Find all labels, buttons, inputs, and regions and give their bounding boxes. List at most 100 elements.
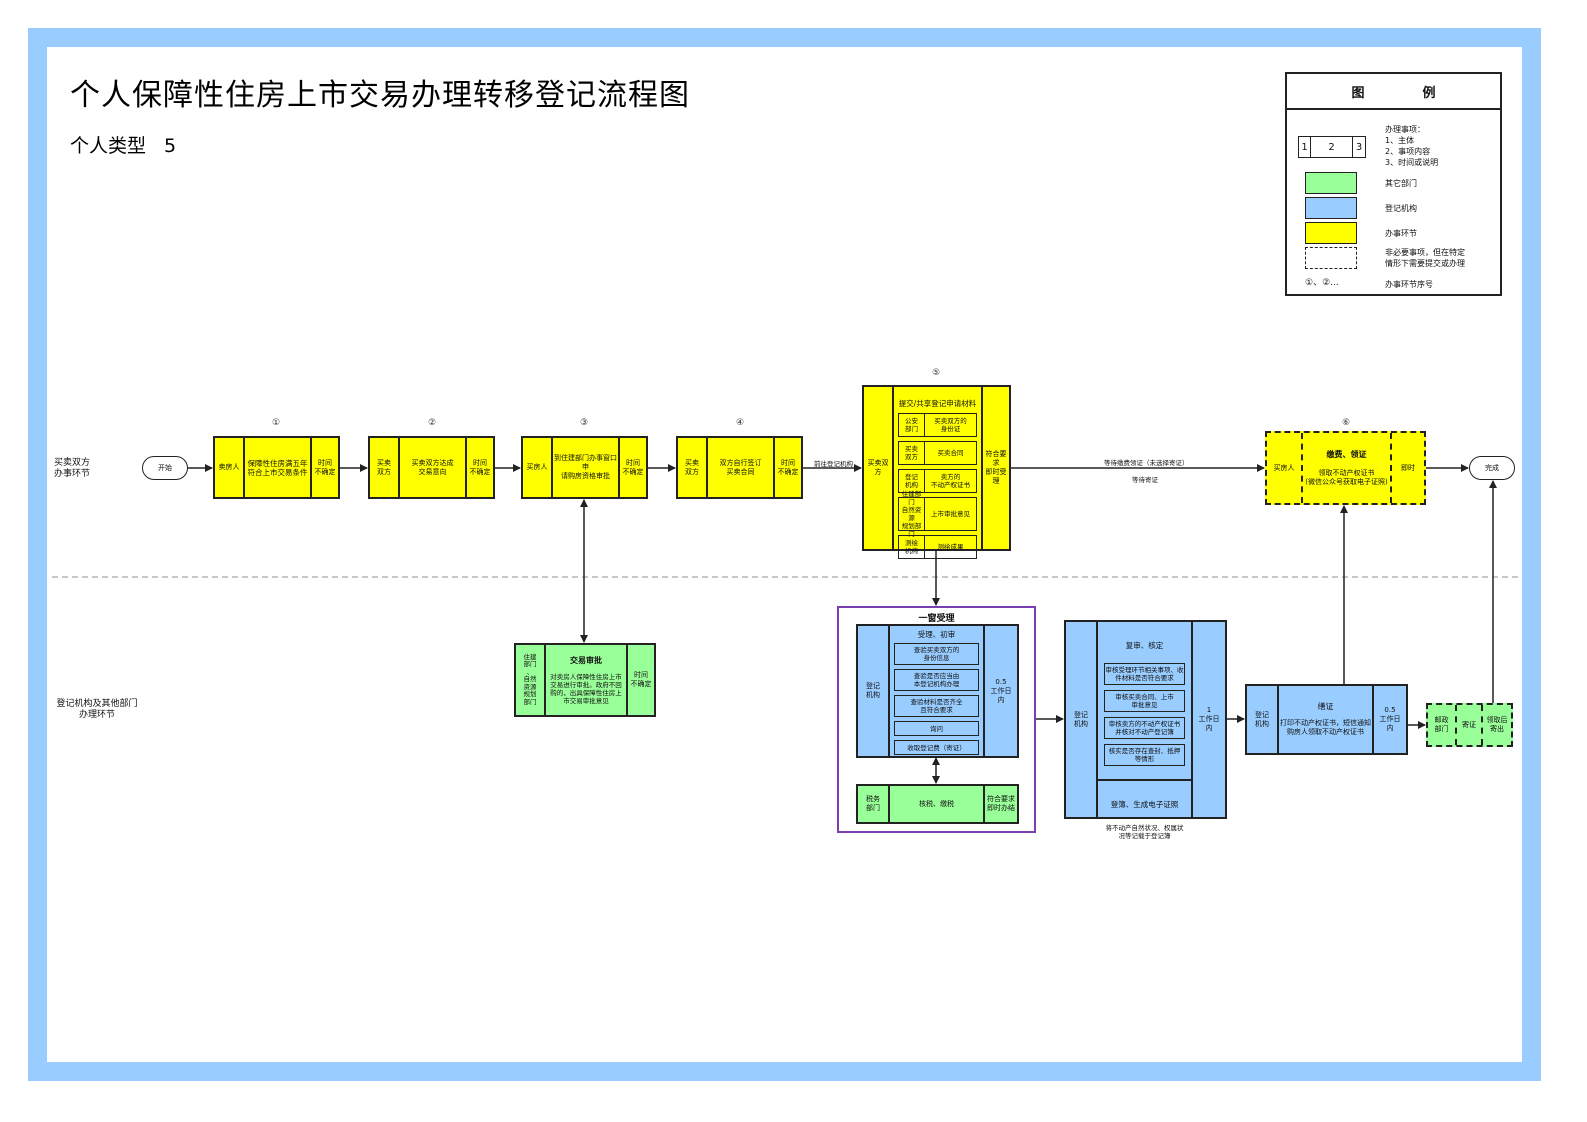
window-acceptance-title: 一窗受理 bbox=[918, 614, 955, 624]
subtitle-number: 5 bbox=[164, 135, 177, 157]
end-terminal: 完成 bbox=[1469, 456, 1515, 480]
legend-text-other-dept: 其它部门 bbox=[1385, 179, 1417, 188]
tax-time: 符合要求 即时办结 bbox=[983, 786, 1017, 822]
issue-subject: 登记 机构 bbox=[1255, 710, 1269, 728]
step-1-subject: 卖房人 bbox=[218, 463, 240, 471]
approval-time: 时间 不确定 bbox=[626, 645, 654, 715]
step-5-materials: 提交/共享登记申请材料 公安 部门买卖双方的 身份证买卖 双方买卖合同登记 机构… bbox=[892, 387, 981, 559]
step-number-3: ③ bbox=[579, 418, 589, 428]
step-1-content: 保障性住房满五年 符合上市交易条件 bbox=[243, 438, 310, 497]
step-4-box: 买卖 双方 双方自行签订 买卖合同 时间 不确定 bbox=[676, 436, 803, 499]
acceptance-item: 查验材料是否齐全 且符合要求 bbox=[894, 695, 979, 717]
legend-item-box-text: 办理事项： 1、主体 2、事项内容 3、时间或说明 bbox=[1385, 125, 1439, 167]
step-1-box: 卖房人 保障性住房满五年 符合上市交易条件 时间 不确定 bbox=[213, 436, 340, 499]
step-6-title: 缴费、领证 bbox=[1326, 449, 1367, 459]
step-3-box: 买房人 到住建部门办事窗口申 请购房资格审批 时间 不确定 bbox=[521, 436, 648, 499]
step-2-subject: 买卖 双方 bbox=[377, 458, 391, 476]
material-dept: 公安 部门 bbox=[899, 414, 925, 436]
material-item: 买卖合同 bbox=[937, 449, 964, 457]
legend-swatch-step bbox=[1305, 222, 1357, 244]
step-2-time: 时间 不确定 bbox=[465, 438, 493, 497]
review-subject: 登记 机构 bbox=[1074, 710, 1088, 728]
review-section: 复审、核定 审核受理环节相关事项、收 件材料是否符合要求审核买卖合同、上市 审批… bbox=[1098, 622, 1191, 781]
step-5-material-list: 公安 部门买卖双方的 身份证买卖 双方买卖合同登记 机构卖方的 不动产权证书住建… bbox=[898, 413, 977, 559]
acceptance-item: 收取登记费（寄证） bbox=[894, 740, 979, 755]
diagram-canvas bbox=[47, 47, 1522, 1062]
legend-swatch-optional bbox=[1305, 247, 1357, 269]
acceptance-item: 查验买卖双方的 身份信息 bbox=[894, 643, 979, 665]
issue-content-cell: 缮证 打印不动产权证书，短信通知 购房人领取不动产权证书 bbox=[1277, 686, 1372, 753]
mail-content: 寄证 bbox=[1455, 705, 1481, 745]
material-dept: 买卖 双方 bbox=[899, 442, 925, 464]
flow-label-wait-fee: 等待缴费领证（未选择寄证） bbox=[1104, 459, 1189, 467]
step-5-time: 符合要求 即时受理 bbox=[981, 387, 1009, 549]
step-6-subject: 买房人 bbox=[1273, 463, 1295, 472]
issue-time: 0.5 工作日 内 bbox=[1372, 686, 1406, 753]
acceptance-box: 登记 机构 受理、初审 查验买卖双方的 身份信息查验是否应当由 本登记机构办理查… bbox=[856, 624, 1019, 758]
legend-text-optional: 非必要事项，但在特定 情形下需要提交或办理 bbox=[1385, 248, 1465, 268]
register-section: 登簿、生成电子证照 将不动产自然状况、权属状 况等记载于登记簿 bbox=[1098, 781, 1191, 859]
step-4-subject: 买卖 双方 bbox=[685, 458, 699, 476]
page-title: 个人保障性住房上市交易办理转移登记流程图 bbox=[70, 78, 690, 113]
start-terminal: 开始 bbox=[142, 456, 188, 480]
step-4-content: 双方自行签订 买卖合同 bbox=[706, 438, 773, 497]
legend-text-step: 办事环节 bbox=[1385, 229, 1417, 238]
review-item: 核实是否存在查封、抵押 等情形 bbox=[1104, 744, 1185, 766]
legend-item-box-subject: 1 bbox=[1299, 137, 1311, 157]
flow-label-to-registry: 前往登记机构 bbox=[814, 460, 853, 468]
step-number-5: ⑤ bbox=[931, 368, 941, 378]
material-item: 卖方的 不动产权证书 bbox=[931, 473, 970, 489]
step-1-time: 时间 不确定 bbox=[310, 438, 338, 497]
legend-swatch-registry bbox=[1305, 197, 1357, 219]
review-item-list: 审核受理环节相关事项、收 件材料是否符合要求审核买卖合同、上市 审批意见审核卖方… bbox=[1104, 663, 1185, 766]
material-dept: 住建部门 自然资源 规划部门 bbox=[899, 490, 925, 538]
material-row: 测绘 机构 测绘成果 bbox=[898, 535, 977, 559]
mail-subject: 邮政 部门 bbox=[1434, 716, 1449, 733]
material-dept: 测绘 机构 bbox=[899, 536, 925, 558]
subtitle-label: 个人类型 bbox=[70, 135, 147, 157]
step-5-subject: 买卖双方 bbox=[867, 459, 889, 476]
register-text: 将不动产自然状况、权属状 况等记载于登记簿 bbox=[1105, 824, 1184, 840]
step-3-time: 时间 不确定 bbox=[618, 438, 646, 497]
acceptance-item: 查验是否应当由 本登记机构办理 bbox=[894, 669, 979, 691]
step-2-content: 买卖双方达成 交易意向 bbox=[398, 438, 465, 497]
window-acceptance-frame bbox=[837, 606, 1036, 833]
step-number-1: ① bbox=[271, 418, 281, 428]
material-item: 买卖双方的 身份证 bbox=[934, 417, 967, 433]
review-time: 1 工作日 内 bbox=[1191, 622, 1225, 817]
acceptance-content-cell: 受理、初审 查验买卖双方的 身份信息查验是否应当由 本登记机构办理查验材料是否齐… bbox=[888, 626, 983, 756]
step-2-box: 买卖 双方 买卖双方达成 交易意向 时间 不确定 bbox=[368, 436, 495, 499]
step-6-box: 买房人 缴费、领证 领取不动产权证书 (微信公众号获取电子证照) 即时 bbox=[1265, 431, 1426, 505]
legend-item-box: 1 2 3 bbox=[1298, 136, 1366, 158]
material-row: 买卖 双方 买卖合同 bbox=[898, 441, 977, 465]
tax-subject: 税务 部门 bbox=[866, 795, 880, 812]
step-5-box: 买卖双方 提交/共享登记申请材料 公安 部门买卖双方的 身份证买卖 双方 买卖合同… bbox=[862, 385, 1011, 559]
issue-title: 缮证 bbox=[1317, 702, 1334, 711]
issue-content: 打印不动产权证书，短信通知 购房人领取不动产权证书 bbox=[1280, 719, 1371, 736]
tax-box: 税务 部门 核税、缴税 符合要求 即时办结 bbox=[856, 784, 1019, 824]
approval-title: 交易审批 bbox=[570, 655, 602, 665]
mail-box: 邮政 部门 寄证 领取后 寄出 bbox=[1426, 703, 1513, 747]
legend-swatch-other-dept bbox=[1305, 172, 1357, 194]
mail-time: 领取后 寄出 bbox=[1481, 705, 1511, 745]
issue-box: 登记 机构 缮证 打印不动产权证书，短信通知 购房人领取不动产权证书 0.5 工… bbox=[1245, 684, 1408, 755]
legend-text-seq: 办事环节序号 bbox=[1385, 280, 1433, 289]
step-3-subject: 买房人 bbox=[526, 463, 548, 471]
acceptance-item: 询问 bbox=[894, 721, 979, 736]
approval-subject: 住建 部门 、 自然 资源 规划 部门 bbox=[523, 652, 537, 706]
step-6-time: 即时 bbox=[1390, 433, 1424, 503]
subtitle: 个人类型 5 bbox=[70, 131, 176, 158]
step-4-time: 时间 不确定 bbox=[773, 438, 801, 497]
step-5-title: 提交/共享登记申请材料 bbox=[898, 399, 977, 408]
material-item: 测绘成果 bbox=[937, 543, 964, 551]
legend-item-box-content: 2 bbox=[1311, 137, 1353, 157]
review-box: 登记 机构 复审、核定 审核受理环节相关事项、收 件材料是否符合要求审核买卖合同… bbox=[1064, 620, 1227, 840]
approval-content-cell: 交易审批 对卖房人保障性住房上市 交易进行审批。政府不回 购的，出具保障性住房上… bbox=[544, 645, 626, 715]
acceptance-col-title: 受理、初审 bbox=[917, 630, 956, 639]
acceptance-item-list: 查验买卖双方的 身份信息查验是否应当由 本登记机构办理查验材料是否齐全 且符合要… bbox=[894, 643, 979, 755]
review-item: 审核买卖合同、上市 审批意见 bbox=[1104, 690, 1185, 712]
review-col-title: 复审、核定 bbox=[1125, 641, 1164, 650]
acceptance-subject: 登记 机构 bbox=[866, 682, 880, 699]
legend-header: 图 例 bbox=[1287, 74, 1500, 110]
tax-content: 核税、缴税 bbox=[888, 786, 983, 822]
